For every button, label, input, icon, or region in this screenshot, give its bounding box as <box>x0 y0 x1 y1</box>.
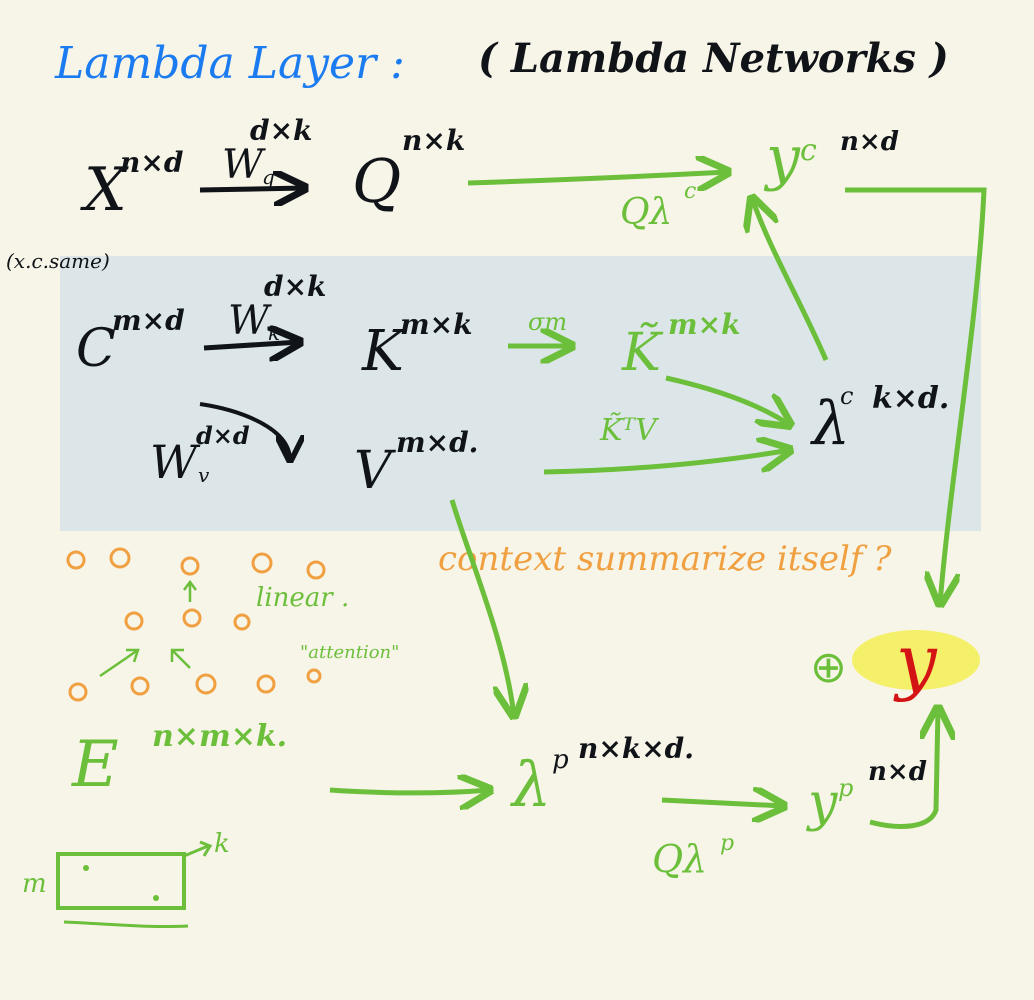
svg-text:d×d: d×d <box>196 421 250 450</box>
lambda-p-to-yp-arrow <box>661 800 784 806</box>
svg-text:p: p <box>720 831 734 856</box>
q-lambda-p-op: Qλ p <box>652 831 734 881</box>
y-c: y c n×d <box>763 123 899 193</box>
svg-text:v: v <box>198 463 210 487</box>
svg-text:m×k: m×k <box>668 308 741 341</box>
sketch-node <box>251 552 273 574</box>
svg-text:p: p <box>552 745 569 775</box>
attention-sketch <box>66 547 326 702</box>
svg-text:d×k: d×k <box>264 270 326 303</box>
sketch-node <box>195 673 217 695</box>
svg-text:W: W <box>222 142 266 188</box>
plus-icon: ⊕ <box>810 642 847 693</box>
k-tilde-matrix: K̃ m×k <box>621 308 741 383</box>
svg-text:n×d: n×d <box>840 127 899 157</box>
k-matrix: K m×k <box>361 308 473 384</box>
sketch-node <box>182 608 202 628</box>
sketch-node <box>66 550 86 570</box>
side-note: (x.c.same) <box>6 249 110 273</box>
svg-text:λ: λ <box>509 748 551 821</box>
v-to-lambda-p-arrow <box>449 499 514 716</box>
svg-text:y: y <box>763 123 801 193</box>
wq-arrow <box>199 188 305 190</box>
c-matrix: C m×d <box>76 304 185 379</box>
context-panel <box>60 256 981 531</box>
title-main: Lambda Layer : <box>54 38 405 89</box>
wq-matrix: W q d×k <box>222 114 312 189</box>
sketch-node <box>256 674 276 694</box>
sketch-node <box>233 613 251 631</box>
svg-text:c: c <box>840 382 853 410</box>
yc-to-output-arrow <box>845 187 987 604</box>
svg-text:Qλ: Qλ <box>652 837 707 881</box>
softmax-label: σm <box>528 308 567 336</box>
svg-text:c: c <box>684 179 696 204</box>
svg-text:Qλ: Qλ <box>620 192 672 233</box>
svg-text:K̃: K̃ <box>621 322 664 383</box>
lambda-c: λ c k×d. <box>810 381 949 459</box>
svg-text:E: E <box>71 728 119 802</box>
sketch-node <box>109 547 131 569</box>
svg-text:m: m <box>22 869 47 899</box>
sketch-node <box>306 668 322 684</box>
sketch-node <box>124 611 144 631</box>
sketch-node <box>180 556 200 576</box>
svg-text:W: W <box>228 298 272 344</box>
context-note: context summarize itself ? <box>438 539 892 579</box>
svg-text:n×d: n×d <box>120 146 183 179</box>
x-matrix: X n×d <box>80 146 183 225</box>
wk-arrow <box>203 342 300 348</box>
yp-to-output-arrow <box>869 708 938 829</box>
wv-matrix: W v d×d <box>150 421 250 489</box>
attention-label: "attention" <box>300 642 399 663</box>
svg-text:W: W <box>150 435 201 489</box>
v-matrix: V m×d. <box>354 426 478 501</box>
svg-text:n×k×d.: n×k×d. <box>578 732 694 765</box>
svg-text:K: K <box>361 319 407 384</box>
svg-text:p: p <box>838 774 853 802</box>
svg-text:k×d.: k×d. <box>872 381 949 416</box>
ktilde-to-lambda-arrow <box>665 375 790 425</box>
v-to-lambda-arrow <box>543 450 790 475</box>
e-to-lambda-p-arrow <box>329 790 490 793</box>
svg-text:n×k: n×k <box>402 124 465 157</box>
sketch-node <box>306 560 326 580</box>
svg-text:Q: Q <box>352 147 401 217</box>
y-p: y p n×d <box>806 757 927 833</box>
title-paper: ( Lambda Networks ) <box>478 35 949 82</box>
svg-text:C: C <box>76 319 116 379</box>
linear-label: linear . <box>256 583 349 613</box>
svg-text:λ: λ <box>810 389 850 459</box>
e-tensor: E n×m×k. <box>71 719 287 802</box>
svg-text:c: c <box>800 133 817 168</box>
svg-text:y: y <box>806 773 838 833</box>
svg-text:X: X <box>80 155 129 225</box>
q-matrix: Q n×k <box>352 124 465 217</box>
q-to-yc-arrow <box>467 172 728 183</box>
ktv-label: K̃ᵀV <box>599 413 660 448</box>
svg-text:n×m×k.: n×m×k. <box>152 719 287 754</box>
wv-arrow <box>199 402 290 460</box>
sketch-node <box>130 676 150 696</box>
svg-text:m×d: m×d <box>112 304 185 337</box>
svg-text:n×d: n×d <box>868 757 927 787</box>
svg-text:V: V <box>354 441 396 501</box>
lambda-to-yc-arrow <box>752 198 829 361</box>
position-box-sketch: m k <box>22 829 230 929</box>
sketch-node <box>68 682 88 702</box>
output-highlight <box>852 630 980 690</box>
output-y: y <box>893 619 938 703</box>
lambda-p: λ p n×k×d. <box>509 732 694 821</box>
svg-text:q: q <box>262 165 275 189</box>
q-lambda-c-op: Qλ c <box>620 179 696 233</box>
svg-text:m×k: m×k <box>400 308 473 341</box>
svg-text:d×k: d×k <box>250 114 312 147</box>
svg-text:m×d.: m×d. <box>396 426 478 459</box>
svg-text:k: k <box>214 829 230 859</box>
sketch-arrows <box>99 579 197 678</box>
